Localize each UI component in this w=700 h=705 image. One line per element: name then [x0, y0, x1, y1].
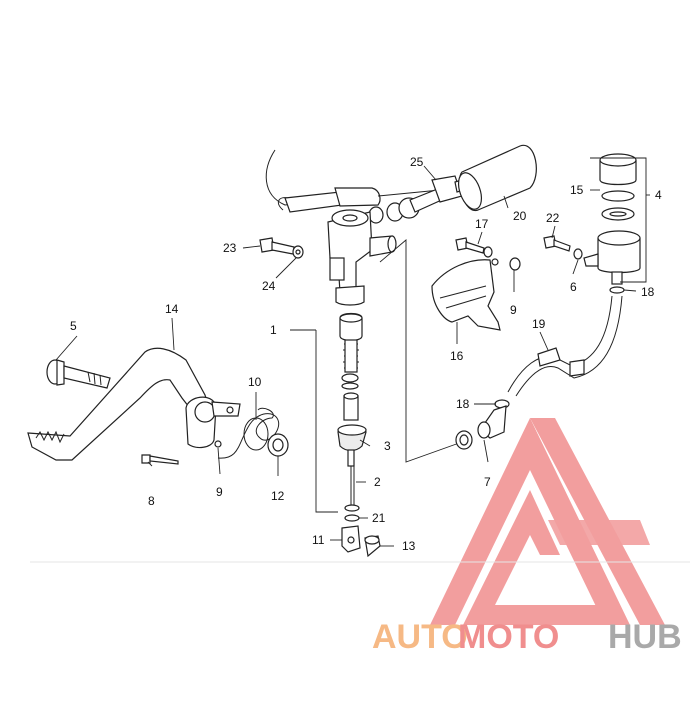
banjo-fitting-25 — [368, 175, 465, 224]
callout-15: 15 — [570, 183, 584, 197]
callout-16: 16 — [450, 349, 464, 363]
hose-19 — [507, 295, 623, 397]
callout-1: 1 — [270, 323, 277, 337]
callout-2: 2 — [374, 475, 381, 489]
callout-18-bottom: 18 — [456, 397, 470, 411]
bolt-22 — [543, 235, 583, 260]
bolt-17 — [455, 237, 493, 258]
bolt-23 — [259, 237, 304, 259]
callout-25: 25 — [410, 155, 424, 169]
callout-24: 24 — [262, 279, 276, 293]
callout-18-top: 18 — [641, 285, 655, 299]
elbow-fitting-7 — [455, 399, 510, 450]
nut-9-right — [509, 257, 521, 271]
bolt-5 — [46, 359, 111, 389]
brand-text-hub: HUB — [608, 618, 682, 656]
brand-text-auto: AUTO — [372, 618, 468, 656]
master-cylinder-body — [327, 209, 397, 306]
callout-3: 3 — [384, 439, 391, 453]
callout-22: 22 — [546, 211, 560, 225]
piston-stack — [337, 312, 381, 558]
callout-17: 17 — [475, 217, 489, 231]
reservoir-4 — [583, 153, 641, 294]
heat-guard-16 — [431, 258, 501, 331]
callout-9-left: 9 — [216, 485, 223, 499]
brand-text-moto: MOTO — [458, 618, 559, 656]
callout-23: 23 — [223, 241, 237, 255]
callout-21: 21 — [372, 511, 386, 525]
callout-13: 13 — [402, 539, 416, 553]
brake-pedal-14 — [27, 347, 241, 461]
callout-20: 20 — [513, 209, 527, 223]
callout-6: 6 — [570, 280, 577, 294]
callout-10: 10 — [248, 375, 262, 389]
callout-labels: 1 2 3 4 5 6 7 8 9 9 10 11 12 13 14 15 16… — [70, 155, 662, 553]
watermark-logo — [430, 418, 665, 625]
callout-11: 11 — [312, 533, 325, 547]
callout-19: 19 — [532, 317, 546, 331]
callout-9-right: 9 — [510, 303, 517, 317]
reservoir-cylinder-20 — [457, 144, 537, 211]
callout-12: 12 — [271, 489, 285, 503]
callout-14: 14 — [165, 302, 179, 316]
bushing-12 — [267, 433, 289, 457]
callout-4: 4 — [655, 188, 662, 202]
bolt-8 — [141, 454, 179, 465]
callout-8: 8 — [148, 494, 155, 508]
callout-7: 7 — [484, 475, 491, 489]
group-bracket-1 — [315, 330, 338, 513]
upper-hose — [265, 149, 441, 213]
watermark-brand-text: AUTO MOTO HUB — [372, 618, 682, 656]
leader-lines — [55, 157, 650, 547]
callout-5: 5 — [70, 319, 77, 333]
group-bracket-line — [379, 239, 463, 463]
